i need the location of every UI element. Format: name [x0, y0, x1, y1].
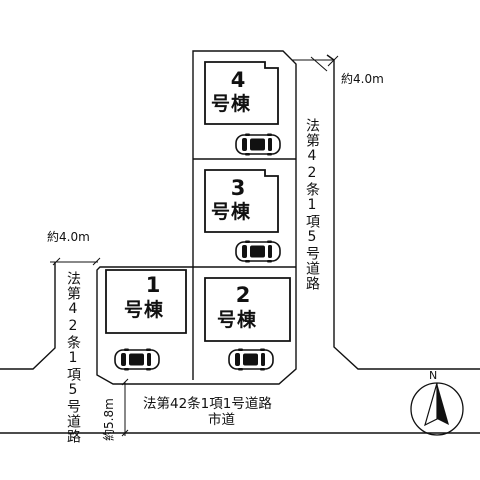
- building-4-label: 号棟: [211, 93, 252, 115]
- building-3-label: 号棟: [211, 201, 252, 223]
- building-2-label: 号棟: [217, 309, 258, 331]
- building-2-footprint: [204, 277, 291, 342]
- south-road-name: 市道: [208, 412, 235, 428]
- building-3-footprint: [204, 169, 279, 233]
- north-arrow-icon: [410, 382, 464, 436]
- car-icon: [228, 347, 274, 372]
- car-icon: [235, 239, 281, 264]
- south-road-width: 約5.8m: [102, 398, 116, 441]
- building-4-number: 4: [230, 68, 246, 92]
- west-road-label: 法第42条1項5号道路: [65, 271, 81, 444]
- east-road-edge: [326, 54, 480, 370]
- building-3-number: 3: [230, 176, 246, 200]
- east-road-width: 約4.0m: [341, 72, 384, 86]
- building-2-number: 2: [235, 283, 251, 307]
- building-1-footprint: [105, 269, 187, 334]
- north-label: N: [429, 369, 438, 382]
- building-4-footprint: [204, 61, 279, 125]
- lot-outlines: [96, 50, 297, 385]
- road-edges: [0, 54, 480, 434]
- west-road-edge: [0, 262, 56, 370]
- south-road-label: 法第42条1項1号道路: [143, 396, 272, 412]
- west-road-width: 約4.0m: [47, 230, 90, 244]
- building-footprints: [105, 61, 291, 342]
- building-1-number: 1: [145, 273, 161, 297]
- building-1-label: 号棟: [124, 299, 165, 321]
- car-icon: [235, 132, 281, 157]
- east-road-label: 法第42条1項5号道路: [304, 118, 320, 291]
- dimension-lines: [50, 55, 339, 437]
- car-icon: [114, 347, 160, 372]
- parking-cars: [114, 132, 281, 372]
